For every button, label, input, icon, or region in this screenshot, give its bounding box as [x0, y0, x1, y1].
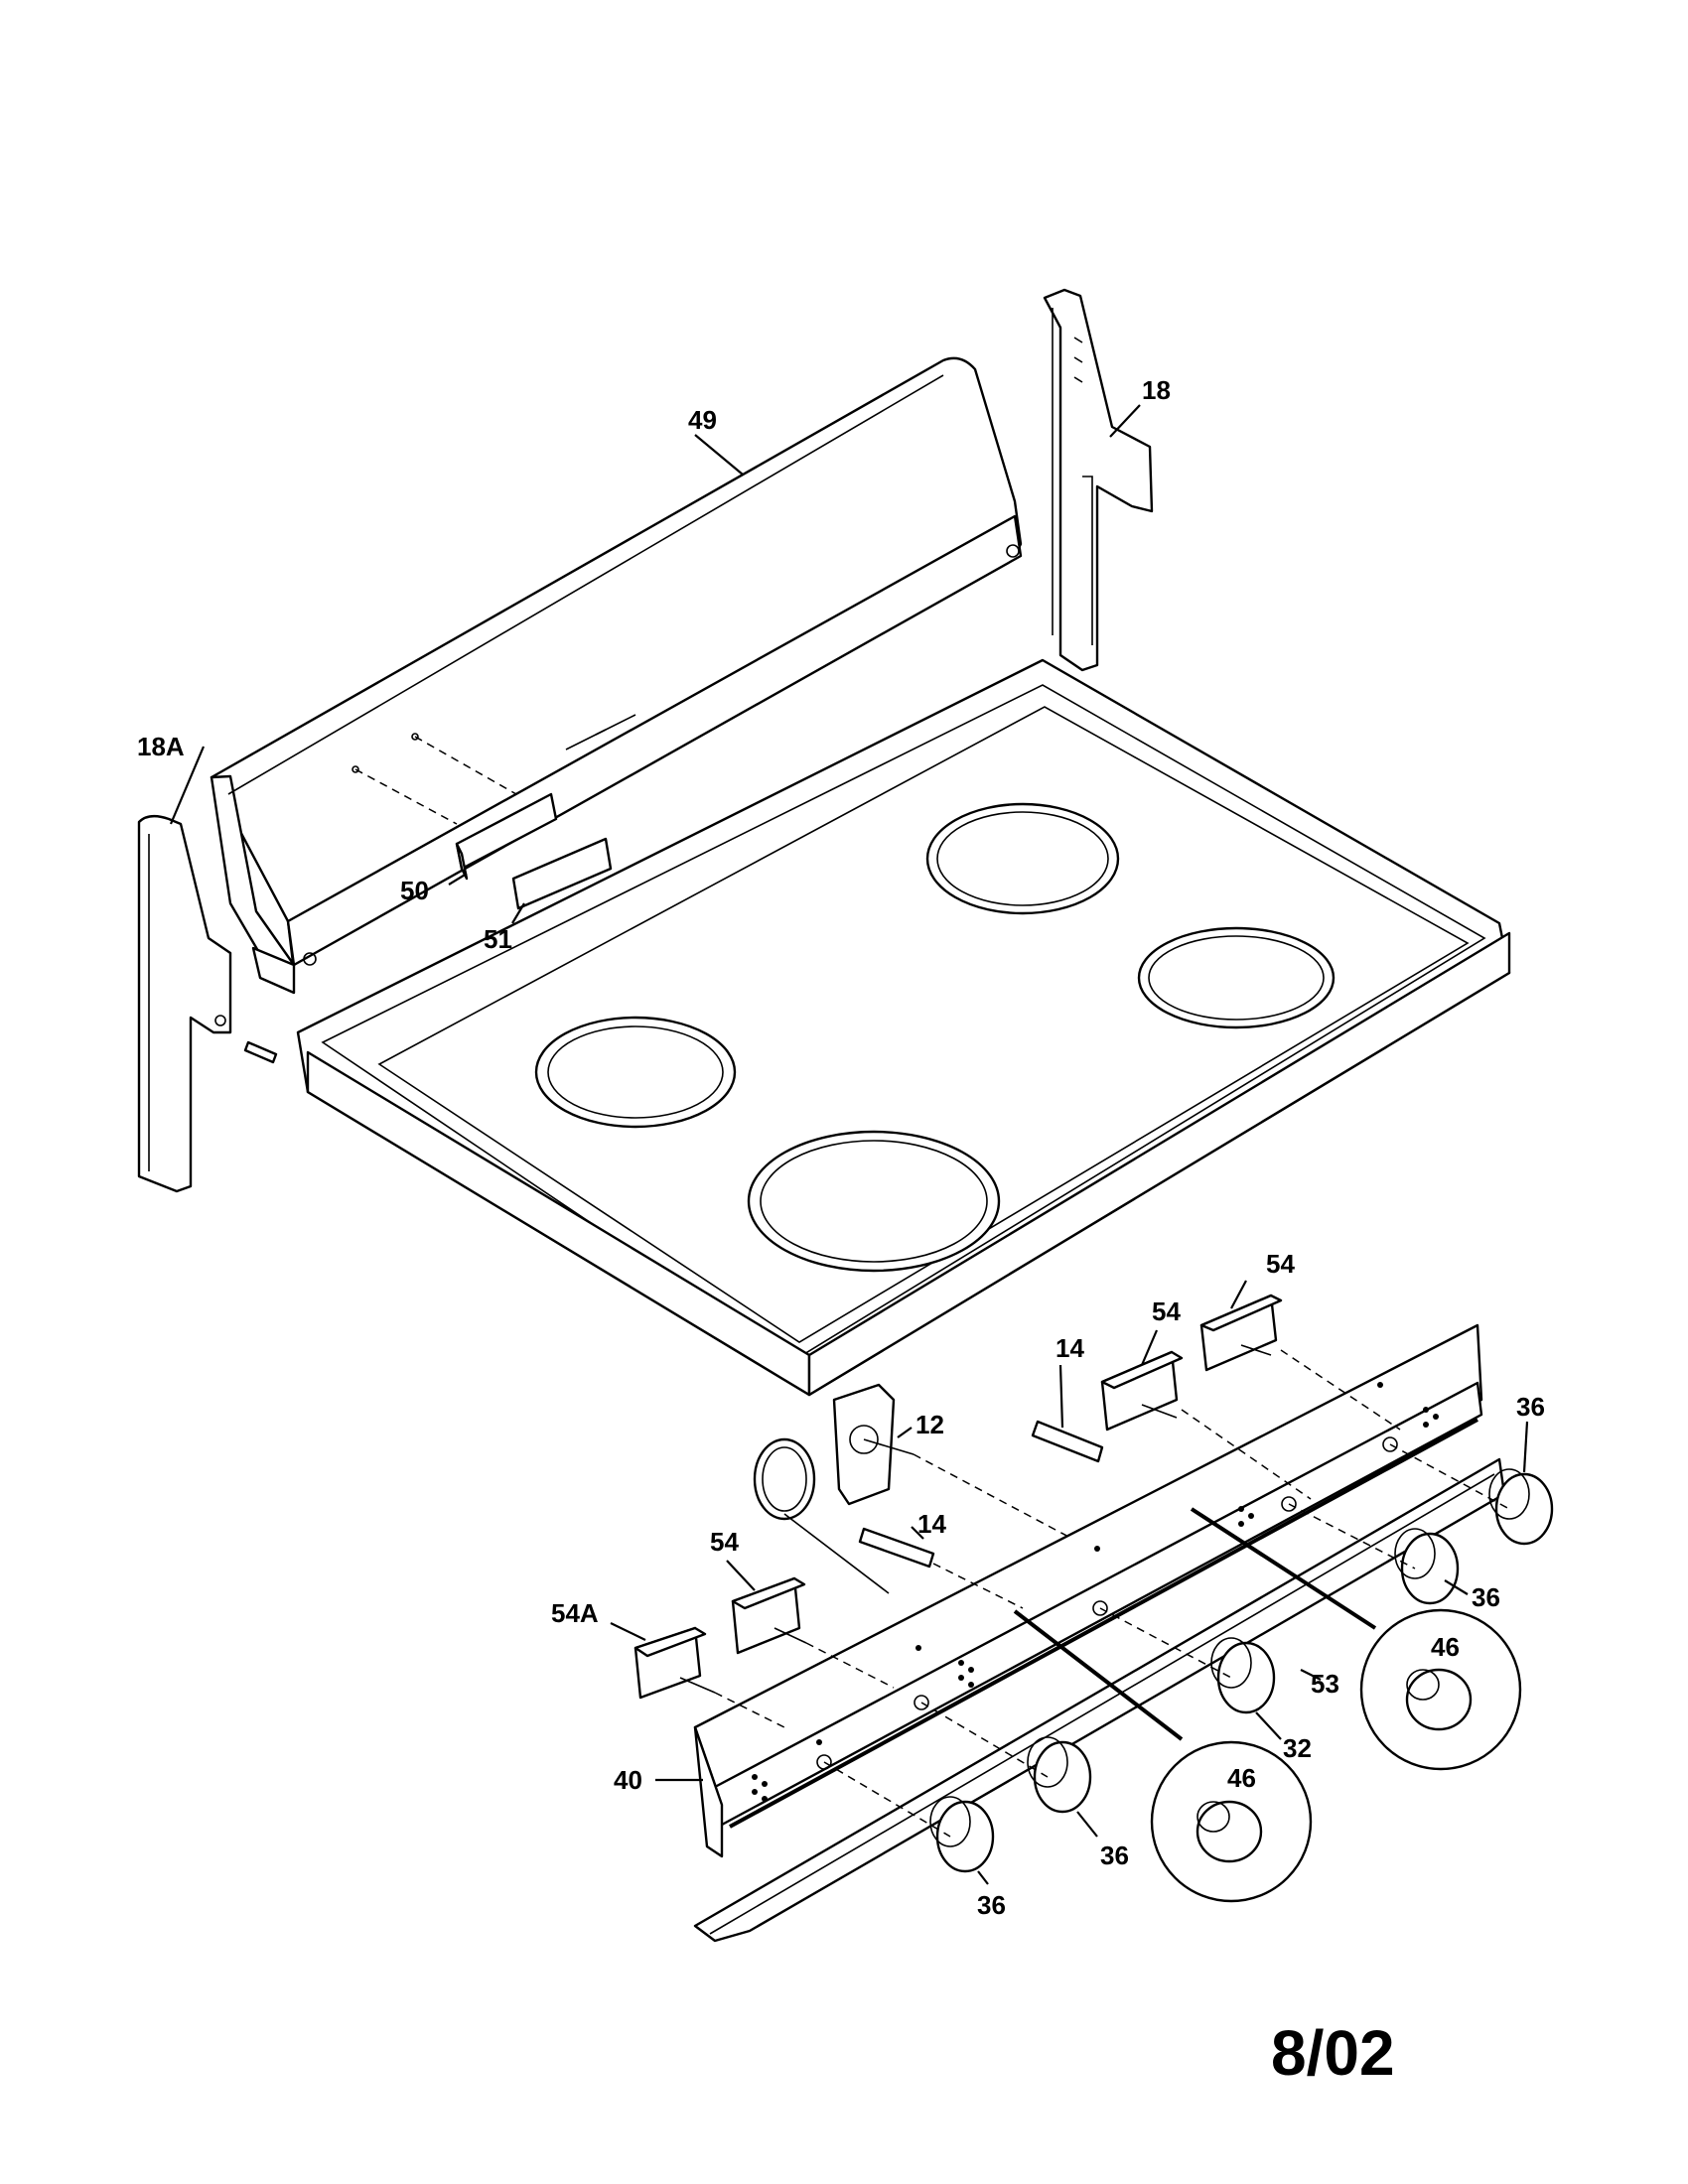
surface-element-left — [534, 1016, 737, 1129]
callout-14-lower: 14 — [917, 1509, 946, 1539]
cooktop — [296, 658, 1511, 1397]
callout-54-lower: 54 — [710, 1527, 739, 1557]
detail-circle-lower — [1150, 1740, 1313, 1903]
end-cap-right — [1043, 288, 1154, 672]
surface-element-back-right — [925, 802, 1120, 915]
knob-right — [1394, 1528, 1460, 1605]
callout-49: 49 — [688, 405, 717, 435]
callout-53: 53 — [1311, 1669, 1339, 1699]
switch-top — [1199, 1294, 1283, 1372]
switch-lower — [731, 1576, 807, 1655]
surface-element-front — [747, 1130, 1001, 1273]
callout-46-upper: 46 — [1431, 1632, 1460, 1662]
callout-18: 18 — [1142, 375, 1171, 405]
control-panel — [693, 1323, 1483, 1858]
switch-bottom — [633, 1626, 716, 1700]
insulation-pad — [511, 837, 613, 910]
callout-36-center: 36 — [1100, 1841, 1129, 1870]
knob-far-right — [1488, 1468, 1554, 1546]
callout-12: 12 — [915, 1410, 944, 1439]
callout-54-top: 54 — [1266, 1249, 1295, 1279]
detail-circle-upper — [1359, 1608, 1522, 1771]
callout-36-far-right: 36 — [1516, 1392, 1545, 1422]
revision-date: 8/02 — [1271, 2017, 1395, 2089]
bracket — [455, 792, 558, 881]
callout-14-upper: 14 — [1055, 1333, 1084, 1363]
end-cap-left — [137, 814, 278, 1193]
surface-element-right — [1137, 926, 1336, 1029]
infinite-switch — [753, 1383, 914, 1594]
switch-middle — [1100, 1350, 1184, 1432]
callout-50: 50 — [400, 876, 429, 905]
knob-left — [1027, 1736, 1092, 1814]
callout-54-middle: 54 — [1152, 1297, 1181, 1326]
callout-32: 32 — [1283, 1733, 1312, 1763]
callout-18a: 18A — [137, 732, 185, 761]
knob-center — [1210, 1637, 1276, 1714]
callout-46-lower: 46 — [1227, 1763, 1256, 1793]
callout-54a: 54A — [551, 1598, 599, 1628]
callout-36-right: 36 — [1472, 1582, 1500, 1612]
callout-36-left: 36 — [977, 1890, 1006, 1920]
knob-far-left — [929, 1796, 995, 1873]
pin-upper — [1031, 1420, 1104, 1463]
pin-lower — [858, 1527, 935, 1569]
callout-40: 40 — [614, 1765, 642, 1795]
callout-51: 51 — [484, 924, 512, 954]
